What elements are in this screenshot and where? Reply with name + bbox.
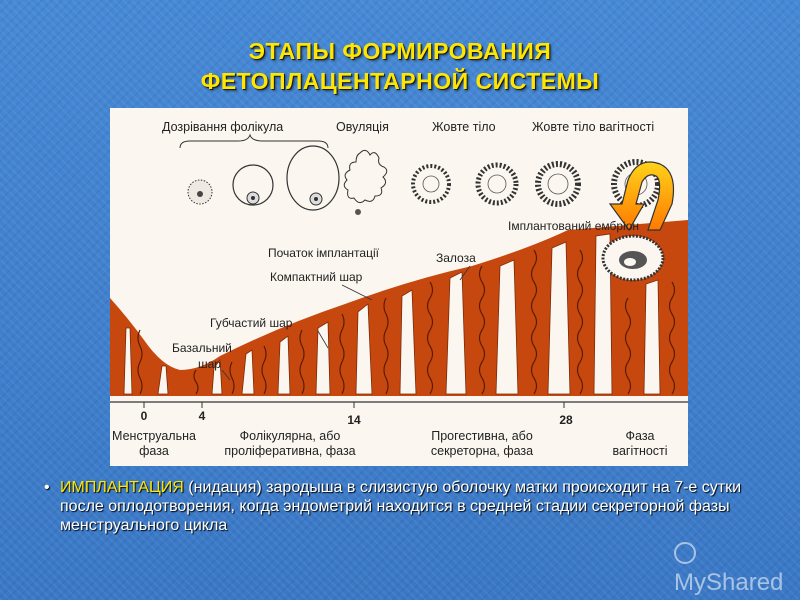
day-tick-0: 0 <box>141 409 148 423</box>
endometrium-layer <box>110 220 688 396</box>
phase-menstrual-line1: Менструальна <box>112 429 196 443</box>
label-follicle-maturation: Дозрівання фолікула <box>162 120 283 134</box>
label-basal-layer-line1: Базальний <box>172 341 232 355</box>
caption-bullet-item: • ИМПЛАНТАЦИЯ (нидация) зародыша в слизи… <box>30 478 770 535</box>
endometrium-cycle-figure: Дозрівання фолікула Овуляція Жовте тіло … <box>110 108 688 466</box>
phase-progestive-line1: Прогестивна, або <box>431 429 533 443</box>
title-line-1: ЭТАПЫ ФОРМИРОВАНИЯ <box>248 38 552 64</box>
watermark: MyShared <box>674 541 800 597</box>
phase-progestive-line2: секреторна, фаза <box>431 444 533 458</box>
caption-text: ИМПЛАНТАЦИЯ (нидация) зародыша в слизист… <box>60 478 770 535</box>
corpus-luteum-stage-3 <box>535 161 581 207</box>
endometrial-glands <box>123 233 661 395</box>
leader-lines <box>221 265 471 381</box>
caption-body: (нидация) зародыша в слизистую оболочку … <box>60 479 742 534</box>
implantation-arrow <box>608 161 675 232</box>
label-spongy-layer: Губчастий шар <box>210 316 293 330</box>
day-tick-14: 14 <box>347 413 361 427</box>
phase-follicular-line1: Фолікулярна, або <box>240 429 341 443</box>
day-axis-ticks <box>143 402 565 408</box>
label-gland: Залоза <box>436 251 476 265</box>
ovulation-stage <box>343 149 388 215</box>
implanted-embryo <box>601 234 665 282</box>
follicle-stage-3 <box>286 145 340 211</box>
slide-title: ЭТАПЫ ФОРМИРОВАНИЯ ФЕТОПЛАЦЕНТАРНОЙ СИСТ… <box>0 36 800 96</box>
title-line-2: ФЕТОПЛАЦЕНТАРНОЙ СИСТЕМЫ <box>200 68 600 94</box>
label-implanted-embryo: Імплантований ембріон <box>508 219 639 233</box>
watermark-logo-icon <box>674 542 696 564</box>
phase-follicular-line2: проліферативна, фаза <box>224 444 355 458</box>
caption-highlight: ИМПЛАНТАЦИЯ <box>60 479 184 496</box>
phase-pregnancy-line2: вагітності <box>612 444 667 458</box>
phase-menstrual-line2: фаза <box>139 444 169 458</box>
watermark-text: MyShared <box>674 569 784 596</box>
label-compact-layer: Компактний шар <box>270 270 363 284</box>
day-tick-4: 4 <box>199 409 206 423</box>
follicle-brace <box>179 133 329 149</box>
follicle-stage-1 <box>187 179 213 205</box>
corpus-luteum-stage-1 <box>411 164 451 204</box>
label-corpus-luteum: Жовте тіло <box>432 120 496 134</box>
bullet-marker: • <box>44 479 50 496</box>
label-corpus-luteum-pregnancy: Жовте тіло вагітності <box>532 120 654 134</box>
label-implantation-start: Початок імплантації <box>268 246 380 260</box>
follicle-stage-2 <box>232 164 274 206</box>
phase-pregnancy-line1: Фаза <box>626 429 655 443</box>
label-basal-layer-line2: шар <box>198 357 221 371</box>
corpus-luteum-stage-2 <box>475 162 519 206</box>
spiral-arteries <box>137 249 676 395</box>
label-ovulation: Овуляція <box>336 120 389 134</box>
day-tick-28: 28 <box>559 413 573 427</box>
